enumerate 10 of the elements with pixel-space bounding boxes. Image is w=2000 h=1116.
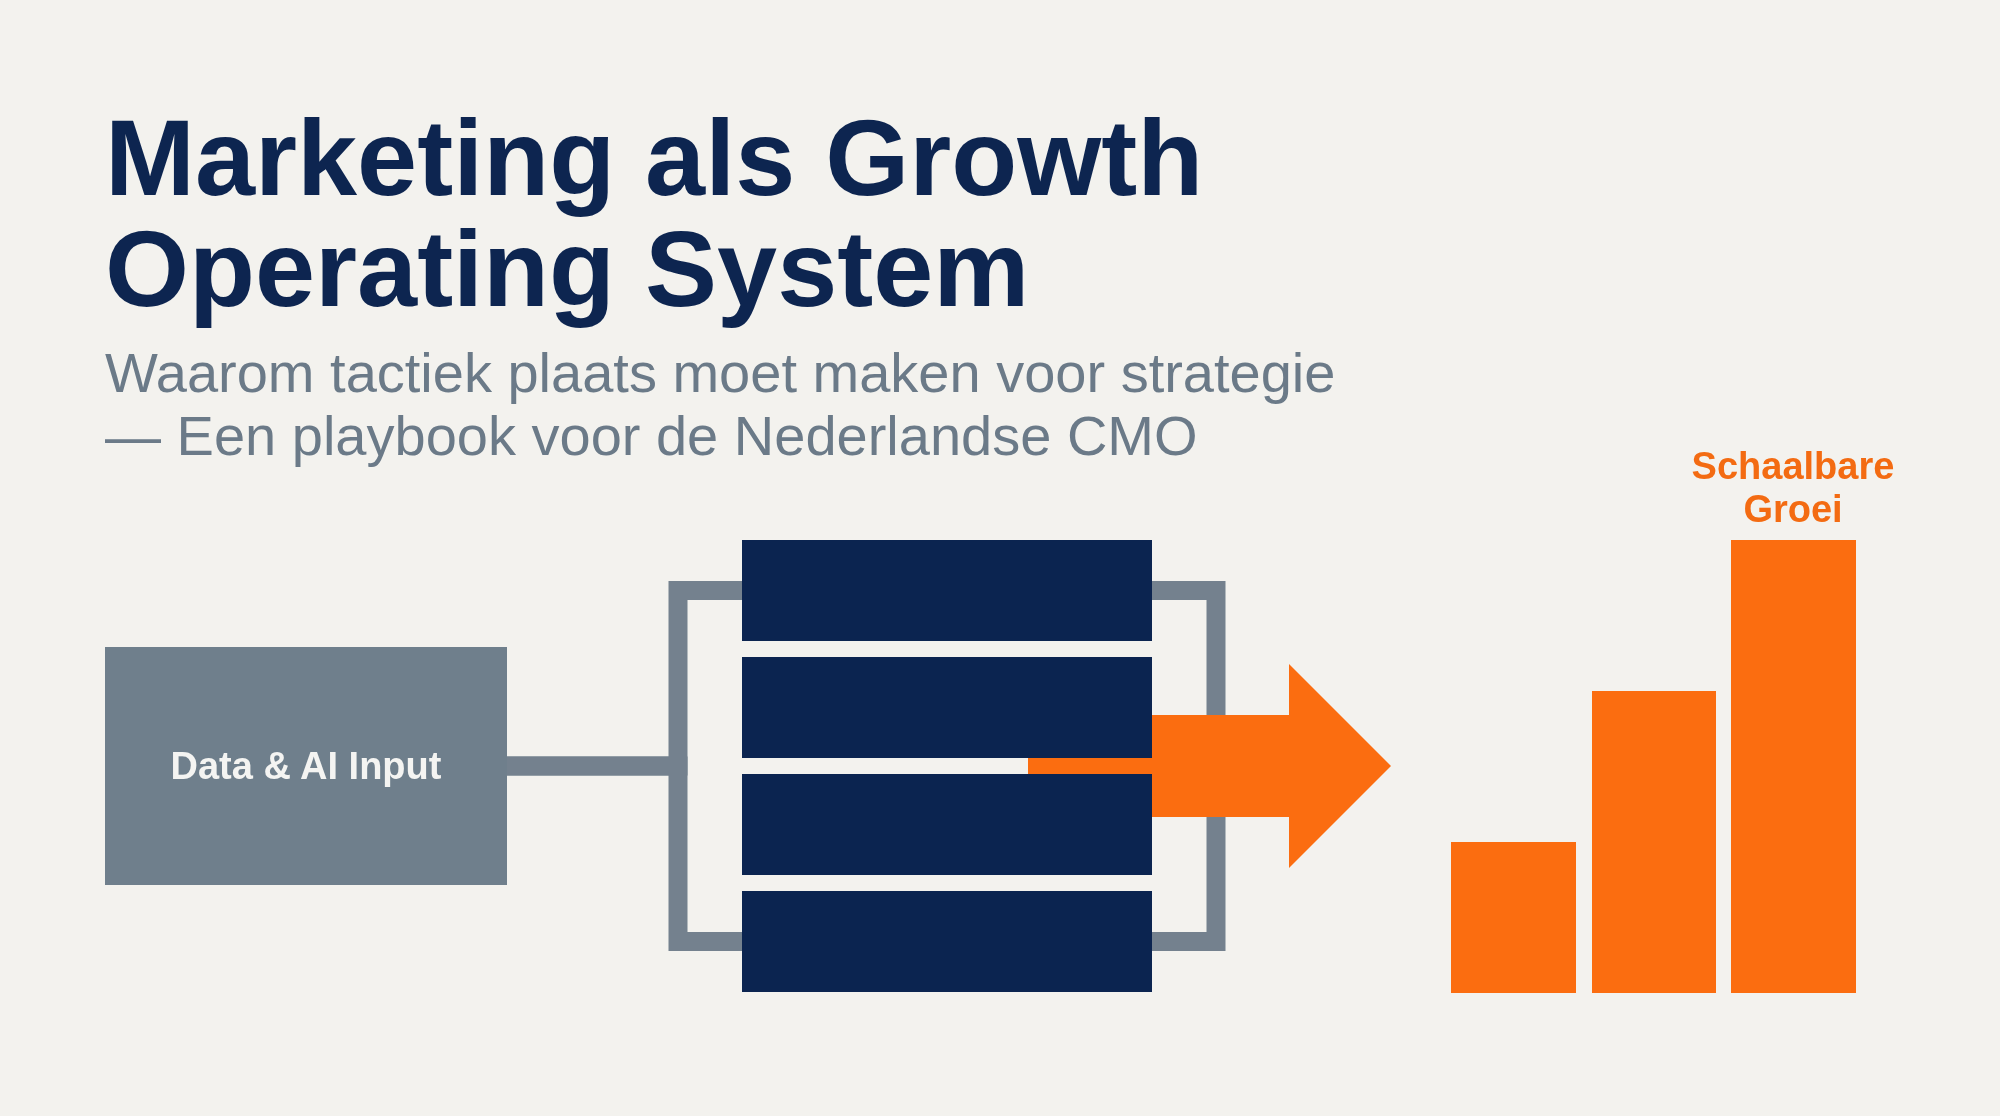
chart-caption: Schaalbare Groei xyxy=(1690,445,1896,531)
stack-bar xyxy=(742,657,1152,758)
stack-bar xyxy=(742,891,1152,992)
block-arrow xyxy=(1028,664,1391,868)
stack-bar xyxy=(742,540,1152,641)
bar-chart-illustration xyxy=(1451,540,1856,993)
box-label: Data & AI Input xyxy=(170,744,442,788)
subtitle: Waarom tactiek plaats moet maken voor strategie — Een playbook voor de Nederlandse CMO xyxy=(105,341,1337,467)
stack-bar xyxy=(742,774,1152,875)
process-box xyxy=(105,647,507,885)
